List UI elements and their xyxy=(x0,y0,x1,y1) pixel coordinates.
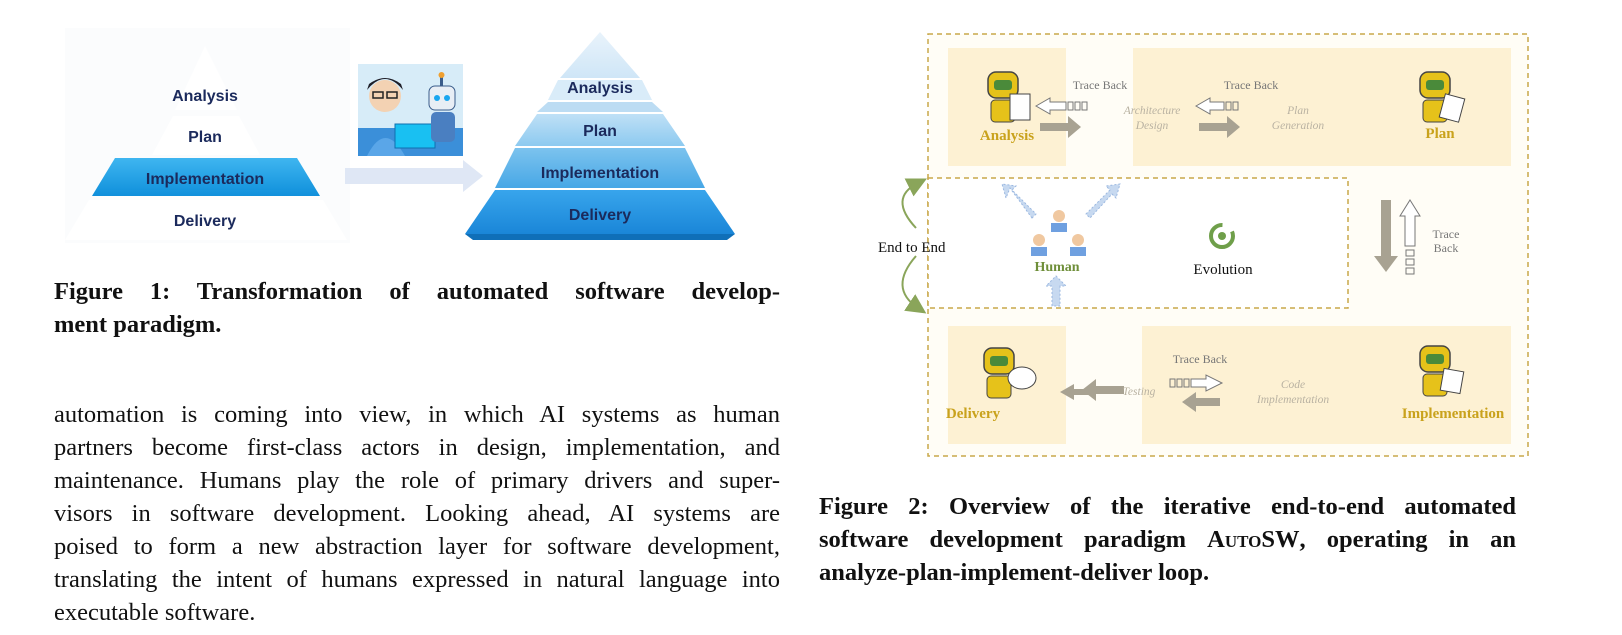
trace-back-left-arrow xyxy=(1194,97,1239,115)
implementation-robot-icon xyxy=(1419,345,1465,397)
body-line: automation is coming into view, in which… xyxy=(54,401,780,428)
figure-1-caption: Figure 1: Transformation of automated so… xyxy=(54,275,780,341)
trace-back-left-arrow xyxy=(1034,97,1088,115)
trace-back-right-label: Back xyxy=(1434,241,1459,255)
figure-2: Analysis Plan Delivery Implementation Tr… xyxy=(860,28,1560,478)
human-from-below-arrow xyxy=(1044,275,1068,307)
delivery-label: Delivery xyxy=(946,406,1001,422)
body-line: partners become first-class actors in de… xyxy=(54,434,780,461)
plan-label: Plan xyxy=(1425,126,1455,142)
analysis-robot-icon xyxy=(987,71,1031,123)
body-line: visors in software development. Looking … xyxy=(54,500,780,527)
testing-label: Testing xyxy=(1123,386,1156,398)
figure-2-caption: Figure 2: Overview of the iterative end-… xyxy=(819,490,1516,589)
plan-generation-label: Generation xyxy=(1272,120,1325,132)
old-level-delivery-shape xyxy=(65,200,347,240)
delivery-robot-icon xyxy=(983,347,1037,399)
caption-text: software development paradigm xyxy=(819,526,1208,553)
new-level-label: Delivery xyxy=(569,207,631,224)
trace-back-right-label: Trace xyxy=(1433,227,1460,241)
new-pyramid xyxy=(465,32,735,240)
plan-generation-label: Plan xyxy=(1286,105,1309,117)
figure-2-caption-line: analyze-plan-implement-deliver loop. xyxy=(819,559,1210,586)
back-arrow xyxy=(1060,384,1090,400)
architecture-design-label: Architecture xyxy=(1123,105,1181,117)
evolution-label: Evolution xyxy=(1193,262,1253,278)
new-level-label: Implementation xyxy=(541,165,659,182)
evolution-icon xyxy=(1209,223,1235,249)
human-to-plan-arrow xyxy=(1085,183,1121,219)
caption-text: , operating in an xyxy=(1299,526,1516,553)
body-line: executable software. xyxy=(54,599,256,626)
old-level-label: Delivery xyxy=(174,213,236,230)
old-level-analysis-shape xyxy=(175,46,237,110)
figure-1-caption-line: Figure 1: Transformation of automated so… xyxy=(54,278,780,305)
human-group-icon xyxy=(1031,210,1086,256)
new-level-label: Analysis xyxy=(567,80,633,97)
old-level-label: Analysis xyxy=(172,88,238,105)
transition-arrow xyxy=(345,160,483,192)
plan-robot-icon xyxy=(1419,71,1466,123)
trace-back-up-arrow xyxy=(1399,199,1421,275)
body-paragraph: automation is coming into view, in which… xyxy=(54,398,780,629)
backward-arrow xyxy=(1182,392,1220,412)
code-implementation-label: Implementation xyxy=(1256,394,1329,406)
analysis-label: Analysis xyxy=(980,128,1034,144)
to-delivery-arrow xyxy=(1082,379,1124,401)
figure-1-caption-line: ment paradigm. xyxy=(54,311,222,338)
old-level-plan-shape xyxy=(152,116,260,155)
inner-dashed-frame xyxy=(927,177,1349,309)
human-ai-illustration xyxy=(358,64,463,156)
end-to-end-upper-arrow xyxy=(901,178,927,229)
old-level-implementation-shape xyxy=(92,158,320,196)
figure-2-caption-line: Figure 2: Overview of the iterative end-… xyxy=(819,493,1516,520)
end-to-end-lower-arrow xyxy=(901,255,927,314)
forward-arrow xyxy=(1199,116,1240,138)
body-line: translating the intent of humans express… xyxy=(54,566,780,593)
human-label: Human xyxy=(1034,260,1079,275)
figure-2-caption-line: software development paradigm AutoSW, op… xyxy=(819,523,1516,556)
implementation-label: Implementation xyxy=(1402,406,1505,422)
code-implementation-label: Code xyxy=(1281,379,1305,391)
forward-arrow xyxy=(1040,116,1081,138)
human-to-analysis-arrow xyxy=(1001,183,1037,219)
trace-back-label: Trace Back xyxy=(1073,78,1128,92)
architecture-design-label: Design xyxy=(1135,120,1169,132)
old-level-label: Implementation xyxy=(146,171,264,188)
figure-1-graphic: Analysis Plan Implementation Delivery xyxy=(65,28,735,243)
new-level-label: Plan xyxy=(583,123,617,140)
body-line: maintenance. Humans play the role of pri… xyxy=(54,467,780,494)
trace-back-label: Trace Back xyxy=(1173,352,1228,366)
body-line: poised to form a new abstraction layer f… xyxy=(54,533,780,560)
autosw-name: AutoSW xyxy=(1207,526,1300,553)
trace-back-right-arrow xyxy=(1169,374,1224,392)
end-to-end-label: End to End xyxy=(878,240,946,256)
figure-1: Analysis Plan Implementation Delivery xyxy=(55,28,775,253)
down-arrow xyxy=(1374,200,1398,272)
old-level-label: Plan xyxy=(188,129,222,146)
figure-2-graphic: Analysis Plan Delivery Implementation Tr… xyxy=(878,33,1529,457)
trace-back-label: Trace Back xyxy=(1224,78,1279,92)
